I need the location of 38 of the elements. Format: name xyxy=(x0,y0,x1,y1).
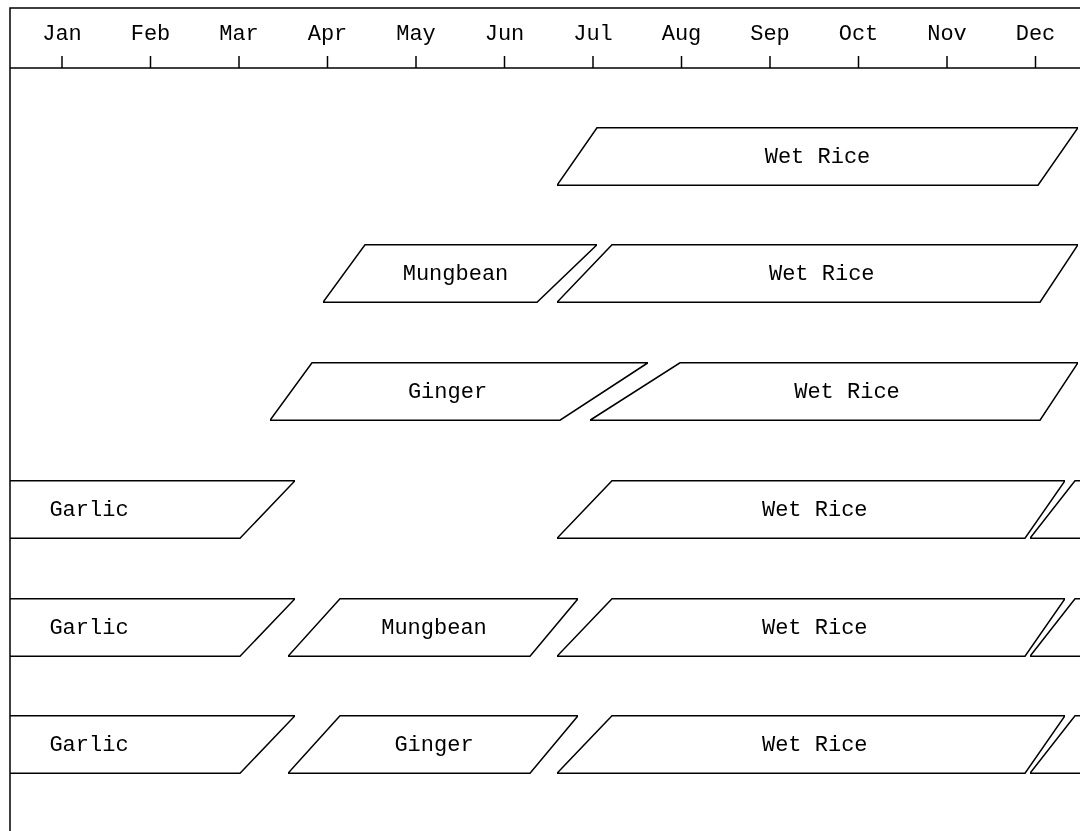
crop-label: Ginger xyxy=(394,732,474,757)
crop-label: Ginger xyxy=(407,379,488,404)
crop-label: Mungbean xyxy=(402,261,509,286)
month-label: Aug xyxy=(661,22,702,47)
crop-label: Wet Rice xyxy=(764,144,871,169)
crop-parallelogram xyxy=(557,244,1078,303)
crop-label: Wet Rice xyxy=(768,261,875,286)
month-label: Sep xyxy=(750,22,790,47)
month-label: Oct xyxy=(838,22,879,47)
crop-parallelogram xyxy=(288,715,578,774)
crop-label: Wet Rice xyxy=(761,497,868,522)
crop-label: Wet Rice xyxy=(761,732,868,757)
month-label: Jul xyxy=(573,22,613,47)
crop-parallelogram xyxy=(323,244,597,303)
month-label: Mar xyxy=(219,22,259,47)
crop-parallelogram xyxy=(288,598,578,657)
empty-parallelogram xyxy=(1030,598,1080,657)
crop-label: Garlic xyxy=(49,615,129,640)
crop-parallelogram xyxy=(270,362,648,421)
crop-label: Wet Rice xyxy=(794,379,900,404)
crop-label: Garlic xyxy=(49,732,129,757)
crop-label: Mungbean xyxy=(381,615,487,640)
crop-parallelogram xyxy=(10,598,295,657)
month-label: Dec xyxy=(1015,22,1056,47)
month-label: Feb xyxy=(130,22,171,47)
month-label: Jun xyxy=(484,22,525,47)
month-label: Jan xyxy=(42,22,82,47)
month-label: Apr xyxy=(307,22,348,47)
empty-parallelogram xyxy=(1030,480,1080,539)
month-label: May xyxy=(396,22,436,47)
empty-parallelogram xyxy=(1030,715,1080,774)
crop-label: Garlic xyxy=(49,497,129,522)
month-label: Nov xyxy=(927,22,967,47)
crop-parallelogram xyxy=(10,480,295,539)
crop-label: Wet Rice xyxy=(761,615,868,640)
crop-parallelogram xyxy=(10,715,295,774)
crop-parallelogram xyxy=(557,127,1078,186)
crop-parallelogram xyxy=(590,362,1078,421)
